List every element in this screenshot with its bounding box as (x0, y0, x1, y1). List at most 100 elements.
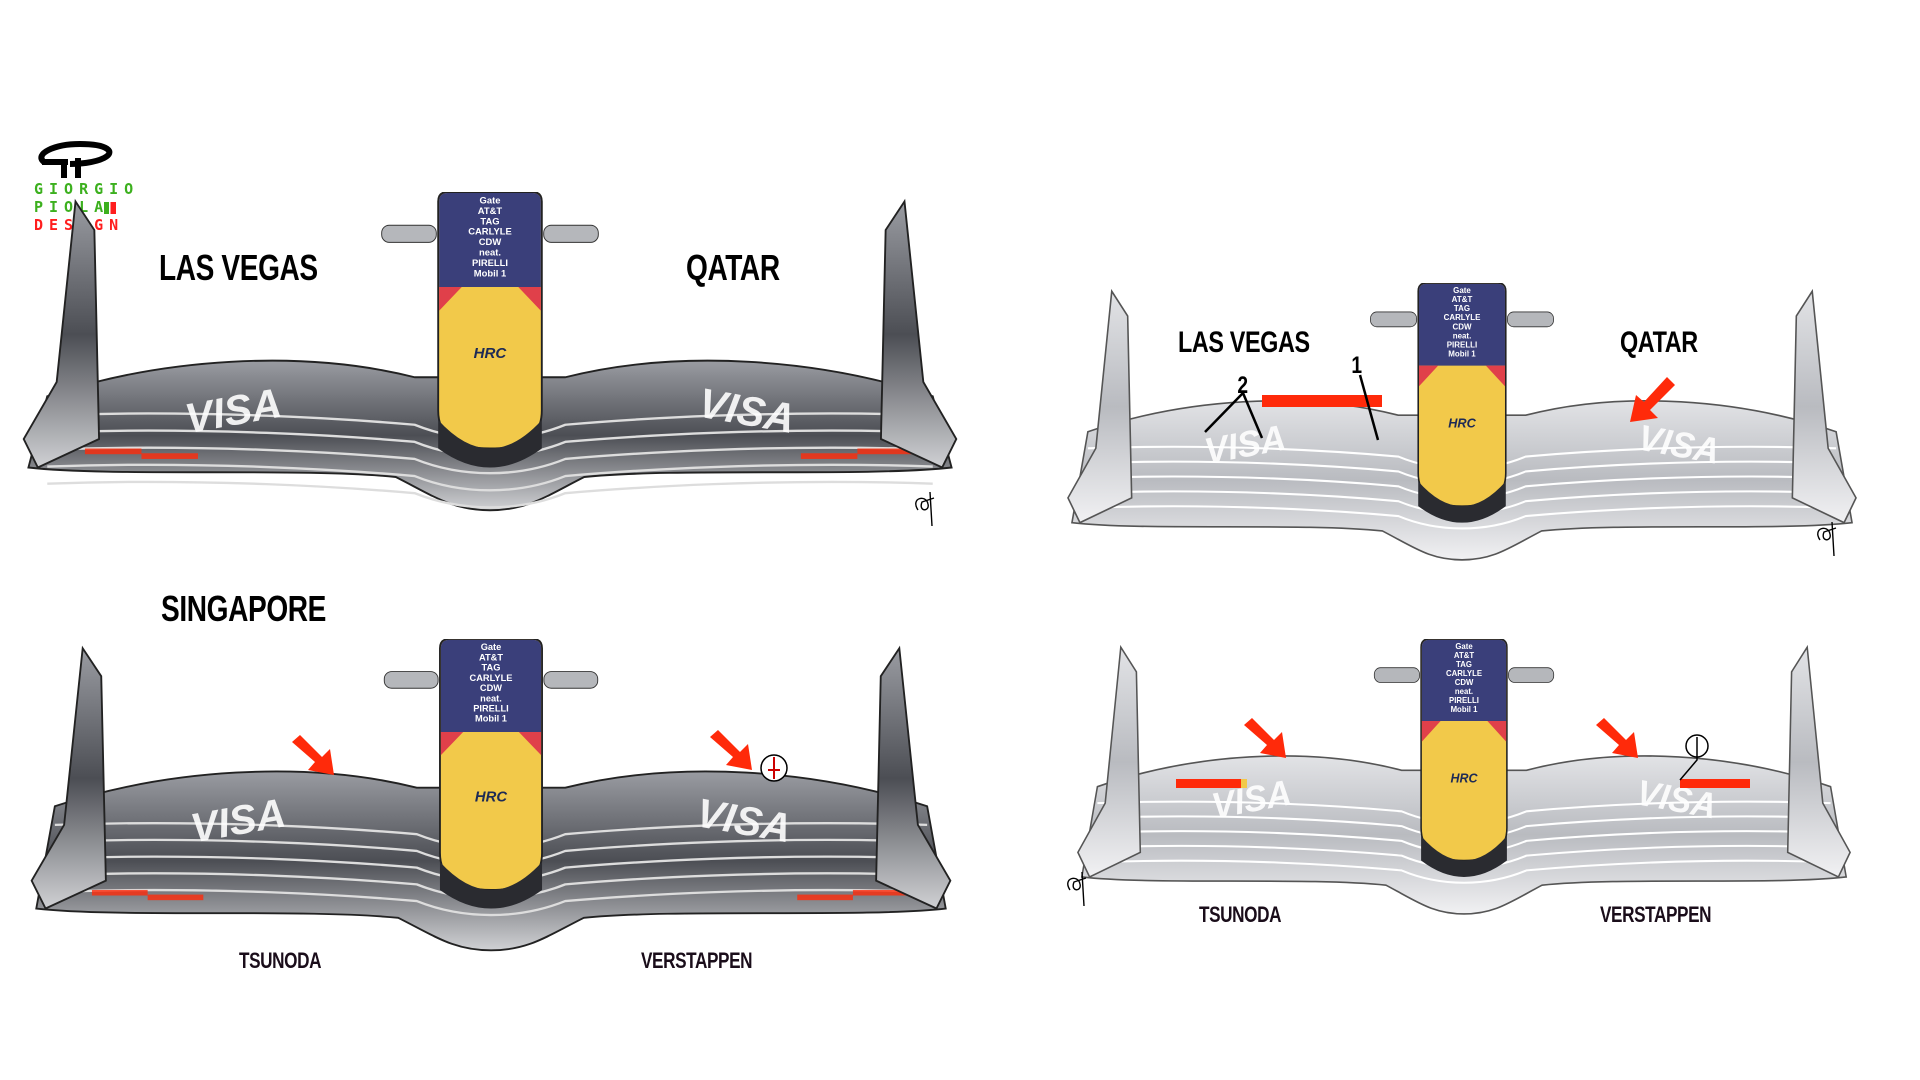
nose-sponsor-text: PIRELLI (473, 703, 509, 713)
nose-sponsor-text: CDW (1452, 322, 1471, 331)
nose-sponsor-text: CDW (1455, 678, 1474, 687)
nose-tip (439, 862, 543, 909)
left-endplate (30, 645, 107, 910)
red-flap-accent (852, 889, 909, 896)
right-mirror-pod (543, 224, 599, 243)
label-las-vegas-top-left: LAS VEGAS (159, 247, 318, 288)
red-arrow-icon (1596, 718, 1638, 758)
right-mirror-pod (543, 671, 599, 689)
red-bar-marker (1680, 779, 1750, 788)
nose-sponsor-text: PIRELLI (472, 258, 508, 269)
flap-element (54, 888, 928, 917)
left-mirror-pod (1370, 311, 1418, 328)
hrc-badge: HRC (1450, 770, 1478, 785)
label-tsunoda-bottom-right: TSUNODA (1199, 902, 1282, 927)
right-mirror-pod (1508, 667, 1555, 683)
red-flap-accent (84, 448, 142, 455)
red-arrow-icon (1244, 718, 1286, 758)
nose-sponsor-text: Mobil 1 (1448, 349, 1476, 358)
left-endplate (1077, 644, 1142, 879)
left-endplate (22, 198, 101, 469)
left-endplate (1067, 288, 1133, 524)
nose-sponsor-text: CDW (480, 683, 502, 693)
nose-sponsor-text: Mobil 1 (474, 269, 506, 280)
red-flap-accent (797, 894, 853, 901)
red-flap-accent (857, 448, 914, 455)
right-endplate (1791, 288, 1857, 524)
nose-sponsor-text: neat. (480, 693, 502, 703)
flap-element (1087, 505, 1837, 530)
label-singapore: SINGAPORE (161, 588, 327, 629)
flap-element (47, 446, 933, 475)
gp-monogram-icon (38, 140, 113, 178)
nose-tip (1418, 481, 1506, 523)
nose-livery-red (1419, 365, 1505, 387)
logo-text-piola: PIOLA (34, 198, 110, 216)
nose-sponsor-text: CARLYLE (470, 673, 513, 683)
flap-element (47, 480, 933, 509)
red-bar-marker (1262, 395, 1382, 407)
red-flap-accent (91, 889, 148, 896)
label-verstappen-bottom-left: VERSTAPPEN (641, 948, 753, 973)
nose-livery-blue (1421, 639, 1507, 722)
red-arrow-icon (292, 735, 334, 775)
label-qatar-top-right: QATAR (1620, 326, 1698, 359)
red-bar-marker (1176, 779, 1246, 788)
nose-livery-blue (1419, 283, 1505, 366)
nose-livery-red (440, 731, 542, 756)
label-las-vegas-top-right: LAS VEGAS (1178, 326, 1310, 359)
nose-livery-blue (439, 192, 541, 287)
nose-sponsor-text: CARLYLE (468, 227, 512, 238)
label-verstappen-bottom-right: VERSTAPPEN (1600, 902, 1712, 927)
nose-sponsor-text: neat. (1455, 687, 1473, 696)
artist-signature (915, 491, 1837, 907)
label-qatar-top-left: QATAR (686, 247, 780, 288)
nose-sponsor-text: TAG (480, 216, 499, 227)
nose-sponsor-text: PIRELLI (1447, 340, 1478, 349)
nose-sponsor-text: Gate (1455, 642, 1473, 651)
nose-sponsor-text: AT&T (478, 206, 503, 217)
italian-flag-bars (104, 202, 116, 214)
right-endplate (875, 645, 952, 910)
callout-number-2: 2 (1237, 372, 1249, 399)
right-endplate (1786, 644, 1851, 879)
nose-sponsor-text: AT&T (1454, 651, 1474, 660)
callout-number-1: 1 (1351, 352, 1363, 379)
right-mirror-pod (1506, 311, 1554, 328)
red-arrow-icon (1630, 377, 1675, 422)
hrc-badge: HRC (474, 345, 508, 362)
nose-tip (1421, 835, 1507, 877)
nose-livery-blue (440, 639, 542, 732)
right-endplate (879, 198, 958, 469)
red-arrow-icon (710, 730, 752, 770)
flap-element (1097, 859, 1831, 884)
label-tsunoda-bottom-left: TSUNODA (239, 948, 322, 973)
hrc-badge: HRC (475, 790, 507, 806)
nose-sponsor-text: TAG (482, 663, 501, 673)
nose-sponsor-text: Gate (481, 642, 502, 652)
nose-sponsor-text: CARLYLE (1444, 313, 1481, 322)
callout-arrow-2a (1204, 392, 1244, 433)
red-flap-accent (141, 453, 198, 459)
nose-sponsor-text: Gate (1453, 286, 1471, 295)
flap-element (47, 463, 933, 492)
nose-sponsor-text: PIRELLI (1449, 696, 1479, 705)
logo-text-giorgio: GIORGIO (34, 180, 140, 198)
callout-arrow-1 (1358, 374, 1380, 441)
nose-sponsor-text: TAG (1454, 304, 1470, 313)
nose-livery-red (439, 287, 541, 311)
hrc-badge: HRC (1448, 415, 1476, 430)
nose-sponsor-text: CARLYLE (1446, 669, 1483, 678)
nose-sponsor-text: CDW (479, 237, 502, 248)
left-mirror-pod (1373, 667, 1420, 683)
red-flap-accent (800, 453, 858, 459)
callout-arrow-2b (1241, 392, 1264, 439)
nose-sponsor-text: Mobil 1 (1451, 705, 1478, 714)
nose-sponsor-text: TAG (1456, 660, 1472, 669)
left-mirror-pod (383, 671, 439, 689)
